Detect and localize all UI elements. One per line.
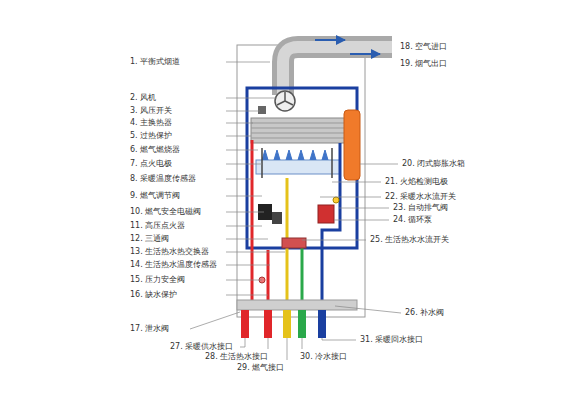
leader-line: [226, 212, 264, 213]
ignition-electrode: [261, 148, 263, 178]
callout-label: 14. 生活热水温度传感器: [130, 260, 217, 270]
heat-exchanger: [251, 118, 345, 143]
leader-line: [320, 197, 381, 198]
leader-line: [226, 136, 251, 137]
boiler-housing: [237, 45, 365, 317]
leader-line: [226, 179, 252, 180]
leader-line: [226, 164, 262, 165]
heating-supply-connector: [241, 310, 249, 338]
air-vent: [333, 197, 339, 203]
callout-label: 13. 生活热水热交换器: [130, 247, 209, 257]
callout-label: 26. 补水阀: [405, 308, 444, 318]
callout-label: 24. 循环泵: [393, 215, 432, 225]
callout-label: 30. 冷水接口: [300, 352, 347, 362]
callout-label: 1. 平衡式烟道: [130, 57, 180, 67]
callout-label: 28. 生活热水接口: [205, 352, 268, 362]
leader-line: [302, 240, 366, 241]
expansion-tank: [344, 110, 360, 180]
burner: [256, 160, 340, 174]
callout-label: 3. 风压开关: [130, 106, 172, 116]
leader-line: [226, 111, 260, 112]
fan-symbol: [275, 91, 295, 111]
leader-line: [226, 252, 285, 253]
bottom-plate: [237, 300, 357, 310]
gas-connector: [283, 310, 291, 338]
callout-label: 6. 燃气燃烧器: [130, 145, 180, 155]
callout-label: 7. 点火电极: [130, 159, 172, 169]
air-arrow: [315, 39, 345, 41]
leader-line: [226, 265, 270, 266]
callout-label: 22. 采暖水水流开关: [385, 192, 456, 202]
leader-line: [360, 164, 398, 165]
callout-label: 29. 燃气接口: [237, 363, 284, 373]
flue-arrow: [350, 53, 380, 55]
callout-label: 8. 采暖温度传感器: [130, 174, 196, 184]
leader-line: [226, 150, 258, 151]
leader-line: [334, 220, 389, 221]
hot-water-pipe: [267, 250, 270, 300]
leader-line: [226, 123, 253, 124]
hot-water-connector: [264, 310, 272, 338]
callout-label: 23. 自动排气阀: [393, 203, 448, 213]
callout-label: 27. 采暖供水接口: [170, 342, 233, 352]
callout-label: 2. 风机: [130, 93, 156, 103]
callout-label: 18. 空气进口: [400, 42, 447, 52]
callout-label: 5. 过热保护: [130, 131, 172, 141]
cold-water-pipe: [301, 240, 304, 300]
leader-line: [268, 338, 269, 349]
leader-line: [287, 338, 288, 360]
callout-label: 25. 生活热水水流开关: [370, 235, 449, 245]
leader-line: [302, 338, 303, 349]
circulation-pump: [318, 205, 334, 223]
solenoid-valve: [272, 212, 282, 224]
leader-line: [190, 312, 240, 329]
leader-line: [226, 62, 270, 63]
leader-lines: [190, 62, 401, 360]
callout-label: 21. 火焰检测电极: [385, 177, 448, 187]
callout-label: 20. 闭式膨胀水箱: [402, 159, 465, 169]
callout-label: 16. 缺水保护: [130, 290, 177, 300]
leader-line: [226, 226, 262, 227]
flames: [262, 150, 328, 160]
dhw-heat-exchanger: [282, 238, 306, 248]
heating-return-connector: [318, 310, 326, 338]
leader-line: [332, 182, 381, 183]
leader-line: [226, 196, 262, 197]
leader-line: [226, 295, 268, 296]
callout-label: 10. 燃气安全电磁阀: [130, 207, 201, 217]
heat-exchanger-fins: [251, 123, 345, 138]
leader-line: [226, 239, 268, 240]
callout-label: 12. 三通阀: [130, 234, 169, 244]
fan-blades: [277, 92, 293, 105]
leader-line: [322, 338, 356, 340]
leader-line: [226, 98, 276, 99]
cold-water-connector: [298, 310, 306, 338]
callout-label: 9. 燃气调节阀: [130, 191, 180, 201]
callout-label: 11. 高压点火器: [130, 221, 185, 231]
leader-line: [339, 208, 389, 209]
leader-line: [240, 338, 245, 347]
leader-line: [335, 306, 401, 313]
pressure-switch: [258, 106, 266, 114]
callout-label: 19. 烟气出口: [400, 59, 447, 69]
flame-electrode: [331, 148, 333, 178]
callout-label: 31. 采暖回水接口: [360, 335, 423, 345]
callout-label: 17. 泄水阀: [130, 324, 169, 334]
callout-label: 4. 主换热器: [130, 118, 172, 128]
callout-label: 15. 压力安全阀: [130, 275, 185, 285]
leader-line: [226, 280, 262, 281]
